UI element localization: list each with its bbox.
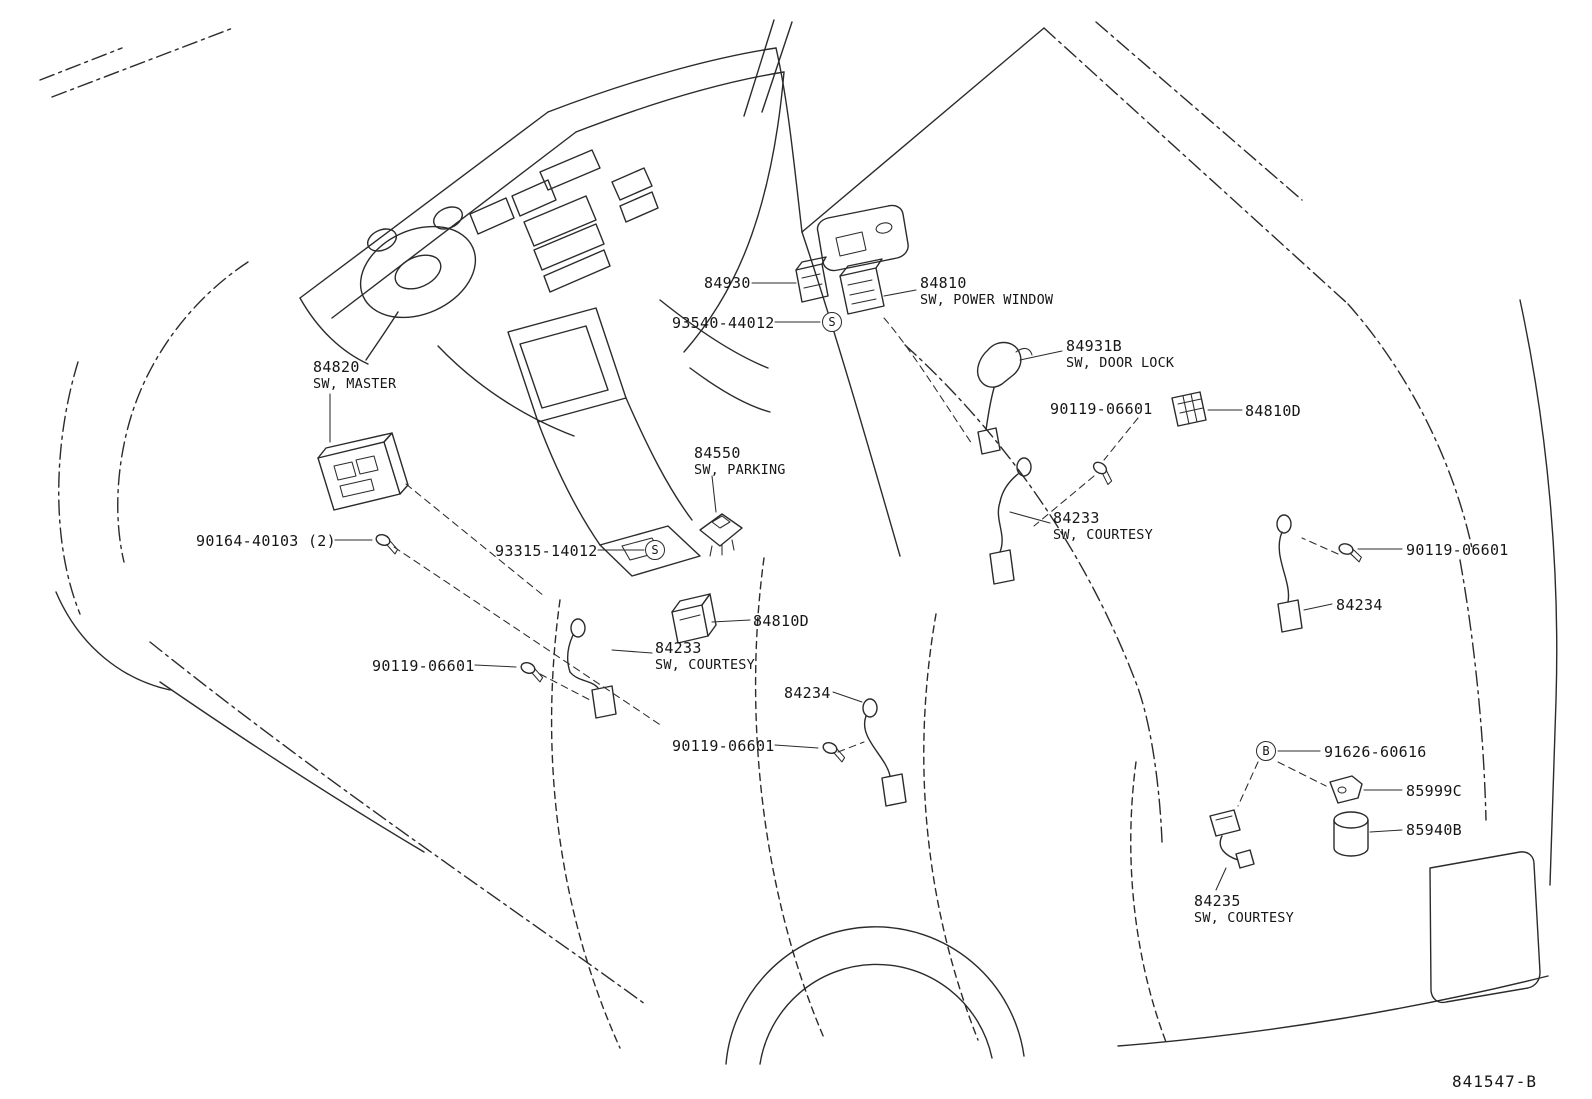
leader-lines xyxy=(329,282,1403,891)
part-desc-84235: SW, COURTESY xyxy=(1194,910,1294,926)
marker-b-circle: B xyxy=(1256,741,1276,761)
drawing-code: 841547-B xyxy=(1452,1072,1538,1091)
part-label-90119-06601-far-right: 90119-06601 xyxy=(1406,541,1509,559)
part-desc-84550: SW, PARKING xyxy=(694,462,786,478)
part-label-84931b: 84931B xyxy=(1066,337,1122,355)
courtesy-switch-right-drawing xyxy=(989,457,1032,585)
door-lock-switch-drawing xyxy=(976,341,1033,455)
screw-drawing xyxy=(822,742,846,763)
part-desc-84931b: SW, DOOR LOCK xyxy=(1066,355,1175,371)
wire-84234-center-drawing xyxy=(862,698,907,807)
part-label-84810d-center: 84810D xyxy=(753,612,809,630)
parking-switch-drawing xyxy=(699,513,743,557)
bracket-85999c-drawing xyxy=(1329,775,1363,804)
switch-84930-drawing xyxy=(795,256,829,303)
part-desc-84810: SW, POWER WINDOW xyxy=(920,292,1054,308)
part-label-84233-center: 84233 xyxy=(655,639,702,657)
screw-drawing xyxy=(1092,461,1113,486)
part-label-84810: 84810 xyxy=(920,274,967,292)
part-label-90164-40103: 90164-40103 (2) xyxy=(196,532,336,550)
part-label-93315-14012: 93315-14012 xyxy=(495,542,598,560)
screw-drawing xyxy=(1338,543,1362,563)
power-window-switch-drawing xyxy=(839,258,885,315)
screw-drawing xyxy=(520,662,544,683)
marker-s-circle: S xyxy=(645,540,665,560)
part-desc-84233-center: SW, COURTESY xyxy=(655,657,755,673)
courtesy-switch-rear-drawing xyxy=(1209,809,1255,869)
marker-s-circle: S xyxy=(822,312,842,332)
part-label-90119-06601-bottom: 90119-06601 xyxy=(672,737,775,755)
part-label-84820: 84820 xyxy=(313,358,360,376)
grommet-85940b-drawing xyxy=(1333,811,1369,857)
part-label-84810d-right: 84810D xyxy=(1245,402,1301,420)
part-desc-84233-right: SW, COURTESY xyxy=(1053,527,1153,543)
part-desc-84820: SW, MASTER xyxy=(313,376,397,392)
part-label-84234-center: 84234 xyxy=(784,684,831,702)
screw-drawing xyxy=(375,534,399,555)
part-label-84550: 84550 xyxy=(694,444,741,462)
reference-dashed-lines xyxy=(393,317,1339,807)
part-label-84234-right: 84234 xyxy=(1336,596,1383,614)
part-label-85999c: 85999C xyxy=(1406,782,1462,800)
courtesy-switch-center-drawing xyxy=(566,618,617,719)
relay-84810d-right-drawing xyxy=(1171,391,1207,427)
part-label-84235: 84235 xyxy=(1194,892,1241,910)
wire-84234-right-drawing xyxy=(1276,514,1303,633)
part-label-84233-right: 84233 xyxy=(1053,509,1100,527)
part-label-93540-44012: 93540-44012 xyxy=(672,314,775,332)
master-switch-drawing xyxy=(317,432,409,511)
part-label-84930: 84930 xyxy=(704,274,751,292)
relay-84810d-center-drawing xyxy=(671,593,717,644)
part-label-91626-60616: 91626-60616 xyxy=(1324,743,1427,761)
part-label-90119-06601-left: 90119-06601 xyxy=(372,657,475,675)
dashboard-lines xyxy=(299,19,1045,577)
part-label-90119-06601-right-top: 90119-06601 xyxy=(1050,400,1153,418)
part-label-85940b: 85940B xyxy=(1406,821,1462,839)
bezel-plate-drawing xyxy=(816,204,909,272)
vehicle-body-lines xyxy=(39,21,1558,1065)
